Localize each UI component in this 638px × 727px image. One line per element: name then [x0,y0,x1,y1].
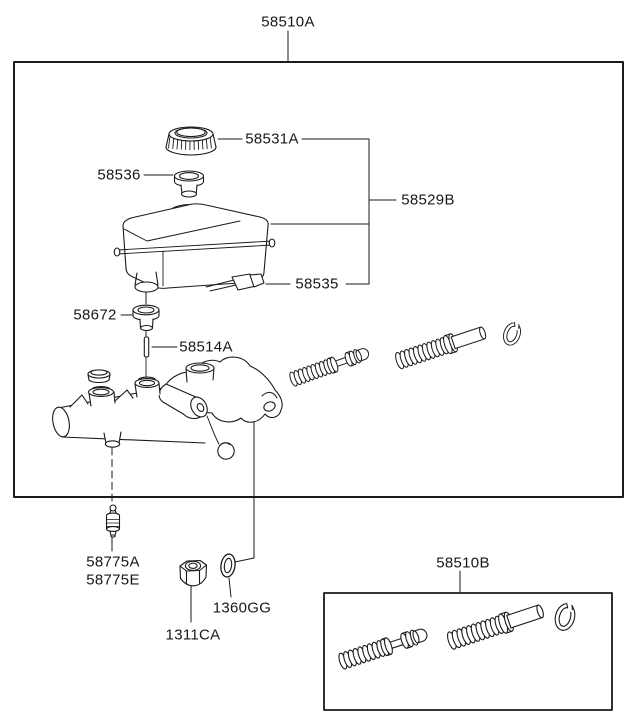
part-label-58672: 58672 [73,306,117,324]
part-label-58531a: 58531A [245,130,299,148]
grommet-drawing [132,304,160,332]
tube-nut-drawing [179,559,208,587]
part-label-58510b: 58510B [436,554,490,572]
part-label-58775a: 58775A [86,553,140,571]
part-label-58529b: 58529B [401,191,455,209]
repair-kit-box [323,592,613,711]
reservoir-cap-drawing [165,126,217,156]
reservoir-drawing [113,203,276,293]
part-label-58536: 58536 [97,166,141,184]
reservoir-filter-drawing [173,170,205,198]
snap-ring-drawing [498,317,526,350]
part-label-58510a: 58510A [261,13,315,31]
callout-lines [111,30,461,623]
washer-drawing [220,553,236,578]
kit-secondary-piston-drawing [336,624,430,671]
part-label-58535: 58535 [295,275,339,293]
kit-primary-piston-drawing [444,600,547,652]
bleeder-screw-drawing [105,504,121,538]
part-label-1311ca: 1311CA [165,626,221,644]
part-label-1360gg: 1360GG [212,599,272,617]
secondary-piston-drawing [287,344,372,388]
primary-piston-drawing [393,322,489,372]
part-label-58514a: 58514A [179,338,233,356]
main-assembly-box [13,61,624,498]
part-label-58775e: 58775E [86,571,140,589]
kit-snap-ring-drawing [552,600,578,632]
pin-drawing [143,336,150,358]
master-cylinder-drawing [52,356,283,460]
